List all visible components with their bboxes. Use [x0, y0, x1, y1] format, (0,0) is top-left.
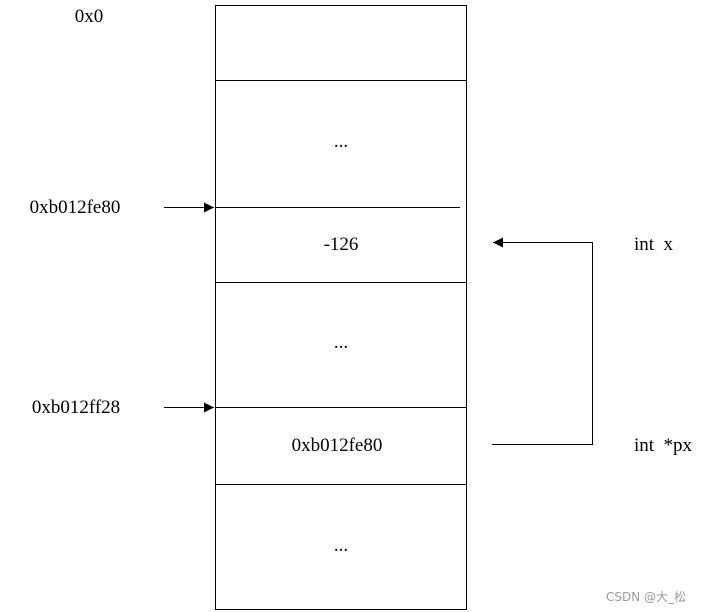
- variable-label-x: int x: [634, 234, 674, 255]
- memory-cell-3: ...: [334, 332, 348, 353]
- watermark: CSDN @大_松: [606, 590, 686, 604]
- memory-block: [215, 5, 467, 610]
- top-address-label: 0x0: [75, 6, 104, 27]
- memory-cell-x-value: -126: [324, 234, 359, 255]
- variable-label-px: int *px: [634, 435, 693, 456]
- address-label-x: 0xb012fe80: [30, 197, 121, 218]
- memory-cell-5: ...: [334, 535, 348, 556]
- memory-cell-px-value: 0xb012fe80: [292, 435, 383, 456]
- address-label-px: 0xb012ff28: [32, 397, 120, 418]
- memory-cell-1: ...: [334, 131, 348, 152]
- pointer-reference-arrow: [492, 237, 593, 445]
